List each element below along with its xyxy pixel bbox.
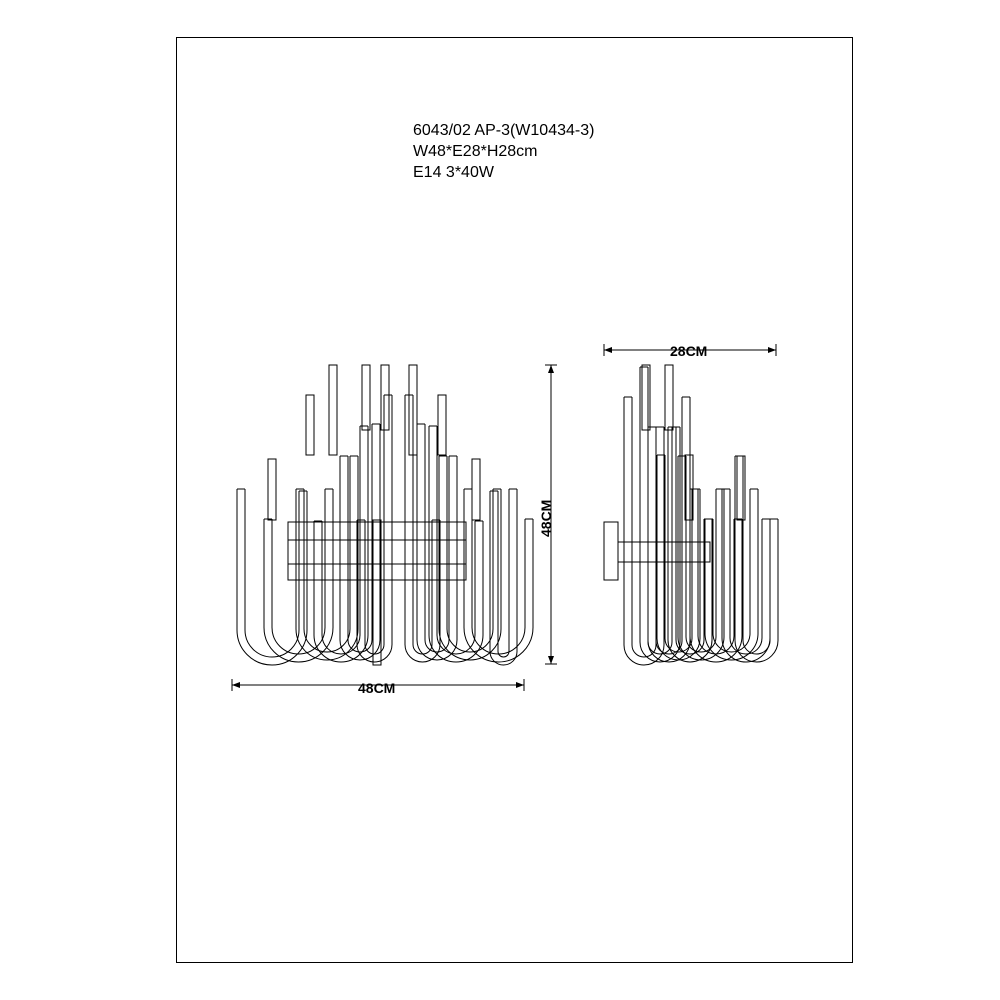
front-rod bbox=[372, 519, 382, 666]
front-rod bbox=[361, 364, 371, 431]
side-rod bbox=[664, 364, 674, 431]
width-dimension-label: 48CM bbox=[358, 680, 396, 696]
front-u-tube bbox=[428, 425, 484, 663]
front-rod bbox=[328, 364, 338, 456]
front-u-tube bbox=[356, 394, 393, 663]
width-arrow-right bbox=[516, 682, 524, 688]
width-arrow-left bbox=[232, 682, 240, 688]
side-wall-plate bbox=[603, 521, 619, 581]
front-u-tube bbox=[236, 488, 308, 666]
model-number-text: 6043/02 AP-3(W10434-3) bbox=[413, 122, 595, 139]
side-u-tube bbox=[639, 366, 681, 663]
drawing-sheet-border bbox=[176, 37, 853, 963]
side-u-tube bbox=[704, 488, 759, 661]
side-rod bbox=[641, 364, 651, 431]
side-rod bbox=[684, 454, 694, 521]
side-view bbox=[623, 364, 779, 666]
front-u-tube bbox=[295, 455, 359, 661]
side-u-tube bbox=[734, 455, 779, 663]
front-u-tube bbox=[263, 488, 334, 663]
side-u-tube bbox=[656, 454, 701, 661]
height-dimension-label: 48CM bbox=[538, 499, 554, 537]
side-u-tube bbox=[721, 488, 771, 663]
side-rod bbox=[736, 455, 746, 521]
depth-arrow-right bbox=[768, 347, 776, 353]
height-arrow-bottom bbox=[548, 656, 554, 664]
dimensions-text: W48*E28*H28cm bbox=[413, 143, 538, 160]
front-rod bbox=[408, 364, 418, 456]
front-u-tube bbox=[313, 425, 369, 663]
front-rod bbox=[437, 394, 447, 456]
side-u-tube bbox=[689, 488, 743, 663]
front-rod bbox=[267, 458, 277, 521]
front-backplate bbox=[287, 521, 467, 581]
height-arrow-top bbox=[548, 365, 554, 373]
side-u-tube bbox=[677, 455, 725, 661]
front-rod bbox=[380, 364, 390, 431]
front-u-tube bbox=[339, 423, 381, 661]
front-u-tube bbox=[489, 488, 518, 666]
side-mount-arm bbox=[617, 541, 711, 563]
bulb-spec-text: E14 3*40W bbox=[413, 164, 494, 181]
front-u-tube bbox=[416, 423, 458, 661]
depth-arrow-left bbox=[604, 347, 612, 353]
front-view bbox=[236, 364, 534, 666]
side-u-tube bbox=[623, 396, 665, 666]
front-u-tube bbox=[438, 455, 502, 661]
side-u-tube bbox=[667, 426, 713, 663]
front-u-tube bbox=[404, 394, 441, 663]
front-rod bbox=[305, 394, 315, 456]
side-u-tube bbox=[647, 396, 691, 663]
front-rod bbox=[471, 458, 481, 521]
depth-dimension-label: 28CM bbox=[670, 343, 708, 359]
